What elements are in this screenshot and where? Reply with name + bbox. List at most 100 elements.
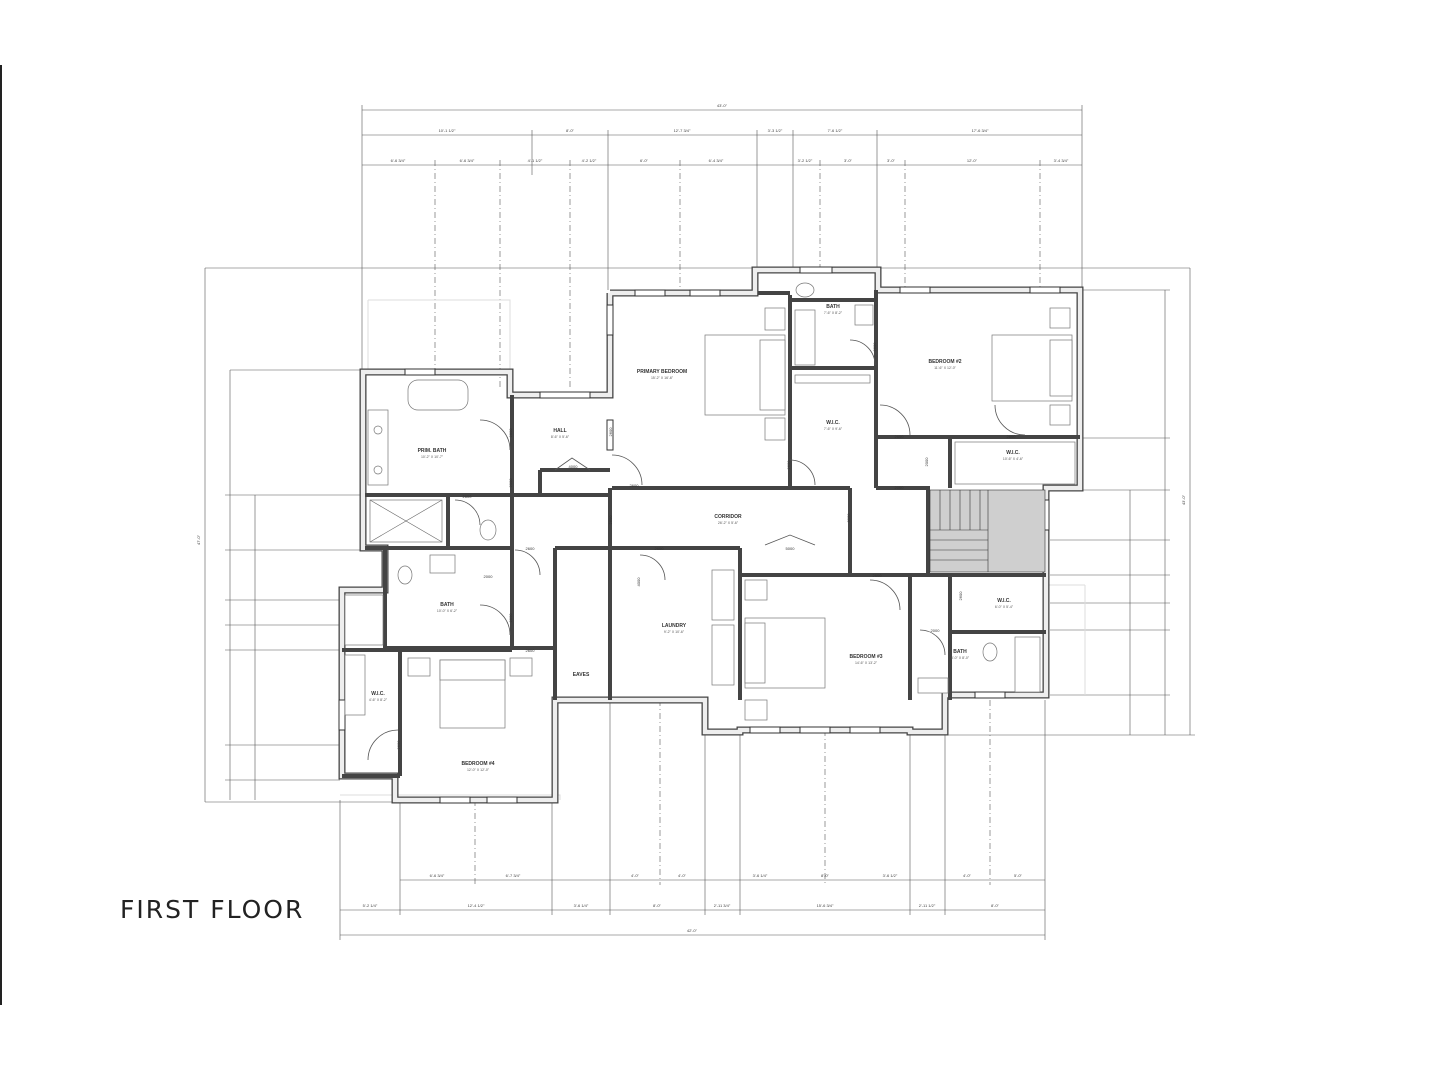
dim-left-overall: 47'-0": [196, 534, 201, 545]
sheet-border-left: [0, 65, 2, 1005]
dim-top-r2-4: 4'-2 1/2": [582, 158, 597, 163]
wic-bed3-size: 6'-0" X 5'-4": [995, 605, 1014, 609]
sheet-title: FIRST FLOOR: [120, 895, 305, 924]
bottom-dimensions: 6'-6 3/4" 6'-7 3/4" 4'-0" 4'-0" 3'-6 1/4…: [339, 700, 1046, 940]
door-tag: 2800: [508, 613, 513, 623]
fixtures: [344, 282, 1076, 729]
top-dimensions: 43'-0" 10'-1 1/2" 8'-0" 12'-7 3/4" 3'-3 …: [361, 103, 1083, 390]
bath-top-label: BATH: [826, 304, 840, 310]
door-tag: 2600: [608, 427, 613, 437]
prim-bath-size: 10'-2" X 10'-7": [421, 455, 444, 459]
corridor-label: CORRIDOR: [714, 514, 742, 520]
side-dimensions: 47'-0" 43'-0": [196, 267, 1195, 803]
dim-right-overall: 43'-0": [1181, 494, 1186, 505]
dim-bot-r2-5: 2'-11 3/4": [714, 903, 731, 908]
wic-bed4-label: W.I.C.: [371, 691, 385, 697]
door-tag: 2000: [931, 628, 941, 633]
bedroom2-size: 11'-6" X 12'-0": [934, 366, 957, 370]
door-tag: 2600: [463, 494, 473, 499]
dim-bot-r2-6: 15'-6 3/4": [817, 903, 834, 908]
corridor-size: 26'-2" X 5'-6": [718, 521, 739, 525]
dim-top-r1-2: 8'-0": [566, 128, 575, 133]
door-tag: 2800: [508, 428, 513, 438]
dim-bot-r1-7: 3'-6 1/2": [883, 873, 898, 878]
dim-top-r2-9: 3'-0": [887, 158, 896, 163]
door-tag: 2600: [873, 573, 883, 578]
bedroom3-size: 14'-6" X 13'-2": [855, 661, 878, 665]
dim-bot-r1-8: 4'-0": [963, 873, 972, 878]
dim-top-r2-2: 6'-6 3/4": [460, 158, 475, 163]
dim-top-r2-7: 3'-2 1/2": [798, 158, 813, 163]
dim-top-r1-1: 10'-1 1/2": [439, 128, 456, 133]
primary-bedroom-size: 15'-2" X 16'-6": [651, 376, 674, 380]
dim-bot-r2-3: 3'-6 1/4": [574, 903, 589, 908]
dim-bot-r1-9: 5'-0": [1014, 873, 1023, 878]
primary-bedroom-label: PRIMARY BEDROOM: [637, 369, 687, 375]
wic-primary-size: 7'-6" X 9'-6": [824, 427, 843, 431]
door-tag: 2600: [655, 546, 665, 551]
bedroom4-label: BEDROOM #4: [461, 761, 494, 767]
bedroom3-label: BEDROOM #3: [849, 654, 882, 660]
door-tag: 2000: [924, 457, 929, 467]
door-tag: 2000: [895, 485, 905, 490]
door-tag: 2600: [526, 648, 536, 653]
dim-top-r2-3: 4'-1 1/2": [528, 158, 543, 163]
door-tag: 2000: [508, 478, 513, 488]
door-tag: 2000: [484, 574, 494, 579]
door-tag: 2600: [526, 546, 536, 551]
dim-top-r2-11: 3'-4 3/4": [1054, 158, 1069, 163]
dim-top-r2-6: 6'-4 3/4": [709, 158, 724, 163]
door-tag: 4000: [569, 464, 579, 469]
eaves-label: EAVES: [573, 672, 590, 678]
roof-outline: [340, 299, 1086, 800]
dim-top-r1-3: 12'-7 3/4": [674, 128, 691, 133]
dim-bot-r2-1: 5'-2 1/4": [363, 903, 378, 908]
dim-top-r2-8: 3'-0": [844, 158, 853, 163]
dim-bot-r1-4: 4'-0": [678, 873, 687, 878]
dim-top-r1-4: 3'-3 1/2": [768, 128, 783, 133]
door-tag: 2600: [608, 515, 613, 525]
dim-top-r2-5: 6'-0": [640, 158, 649, 163]
dim-top-r2-1: 6'-6 3/4": [391, 158, 406, 163]
laundry-size: 9'-2" X 10'-6": [664, 630, 685, 634]
bath-right-size: 8'-0" X 8'-0": [951, 656, 970, 660]
hall-size: 8'-6" X 5'-6": [551, 435, 570, 439]
door-tag: 2600: [958, 591, 963, 601]
bedroom2-label: BEDROOM #2: [928, 359, 961, 365]
laundry-label: LAUNDRY: [662, 623, 687, 629]
door-tag: 2600: [872, 342, 877, 352]
prim-bath-label: PRIM. BATH: [418, 448, 447, 454]
dim-bot-r2-2: 12'-4 1/2": [468, 903, 485, 908]
bath-right-label: BATH: [953, 649, 967, 655]
dim-top-r2-10: 12'-0": [967, 158, 978, 163]
dim-bot-r1-3: 4'-0": [631, 873, 640, 878]
door-tag: 2600: [786, 460, 791, 470]
wic-bed2-label: W.I.C.: [1006, 450, 1020, 456]
door-tag: 3000: [846, 513, 851, 523]
wic-bed2-size: 10'-6" X 4'-6": [1003, 457, 1024, 461]
door-tag: 5000: [786, 546, 796, 551]
bedroom4-size: 12'-0" X 12'-0": [467, 768, 490, 772]
bath-left-size: 10'-0" X 6'-2": [437, 609, 458, 613]
bath-top-size: 7'-6" X 8'-2": [824, 311, 843, 315]
wic-primary-label: W.I.C.: [826, 420, 840, 426]
dim-bot-r2-4: 8'-0": [653, 903, 662, 908]
room-labels: PRIMARY BEDROOM 15'-2" X 16'-6" BEDROOM …: [369, 304, 1024, 772]
wic-bed3-label: W.I.C.: [997, 598, 1011, 604]
door-tag: 4000: [636, 577, 641, 587]
dim-bot-r1-2: 6'-7 3/4": [506, 873, 521, 878]
dim-bot-r1-5: 3'-6 1/4": [753, 873, 768, 878]
walls: [338, 266, 1084, 804]
dim-top-overall: 43'-0": [717, 103, 728, 108]
door-tag: 2600: [396, 740, 401, 750]
dim-bottom-overall: 42'-0": [687, 928, 698, 933]
dim-top-r1-6: 17'-6 3/4": [972, 128, 989, 133]
door-tag: 2600: [630, 483, 640, 488]
door-tag: 2800: [1007, 434, 1017, 439]
dim-bot-r1-6: 8'-0": [821, 873, 830, 878]
door-swings: [367, 339, 1026, 761]
hall-label: HALL: [553, 428, 566, 434]
dim-bot-r1-1: 6'-6 3/4": [430, 873, 445, 878]
dim-top-r1-5: 7'-6 1/2": [828, 128, 843, 133]
